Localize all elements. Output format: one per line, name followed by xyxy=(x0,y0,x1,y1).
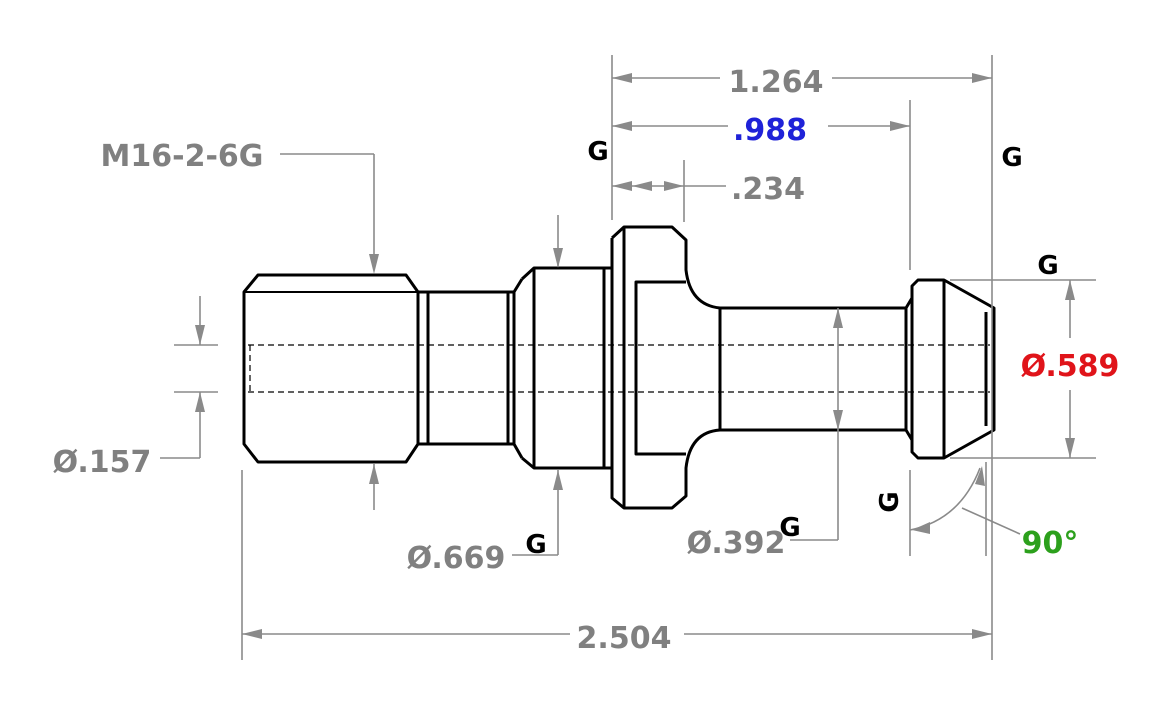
dim-shank-dia: Ø.392 xyxy=(687,526,786,561)
dim-thread: M16-2-6G xyxy=(101,139,264,174)
dimension-labels: 1.264 .988 .234 M16-2-6G Ø.157 Ø.669 Ø.3… xyxy=(53,65,1120,656)
g-symbol-angle: G xyxy=(875,491,905,512)
dim-body-dia: Ø.669 xyxy=(407,541,506,576)
dim-head-dia: Ø.589 xyxy=(1021,349,1120,384)
pull-stud-part xyxy=(242,225,996,510)
g-symbol-shank: G xyxy=(779,513,800,543)
g-symbol-flange: G xyxy=(587,137,608,167)
thread-section xyxy=(242,273,420,464)
dim-gauge-length: .988 xyxy=(733,113,807,148)
neck-section xyxy=(418,278,524,459)
dimension-lines xyxy=(160,55,1096,660)
dim-flange-width: .234 xyxy=(731,172,805,207)
dim-overall-right: 1.264 xyxy=(729,65,824,100)
dim-bore: Ø.157 xyxy=(53,445,152,480)
gdt-g-symbols: G G G G G G xyxy=(525,137,1058,560)
g-symbol-end: G xyxy=(1001,143,1022,173)
dim-angle: 90° xyxy=(1022,526,1079,561)
dim-overall-length: 2.504 xyxy=(577,621,672,656)
shank-section xyxy=(720,297,914,441)
flange-groove xyxy=(634,280,686,456)
flange-section xyxy=(610,225,721,510)
g-symbol-head: G xyxy=(1037,251,1058,281)
g-symbol-body: G xyxy=(525,530,546,560)
head-section xyxy=(910,278,996,460)
